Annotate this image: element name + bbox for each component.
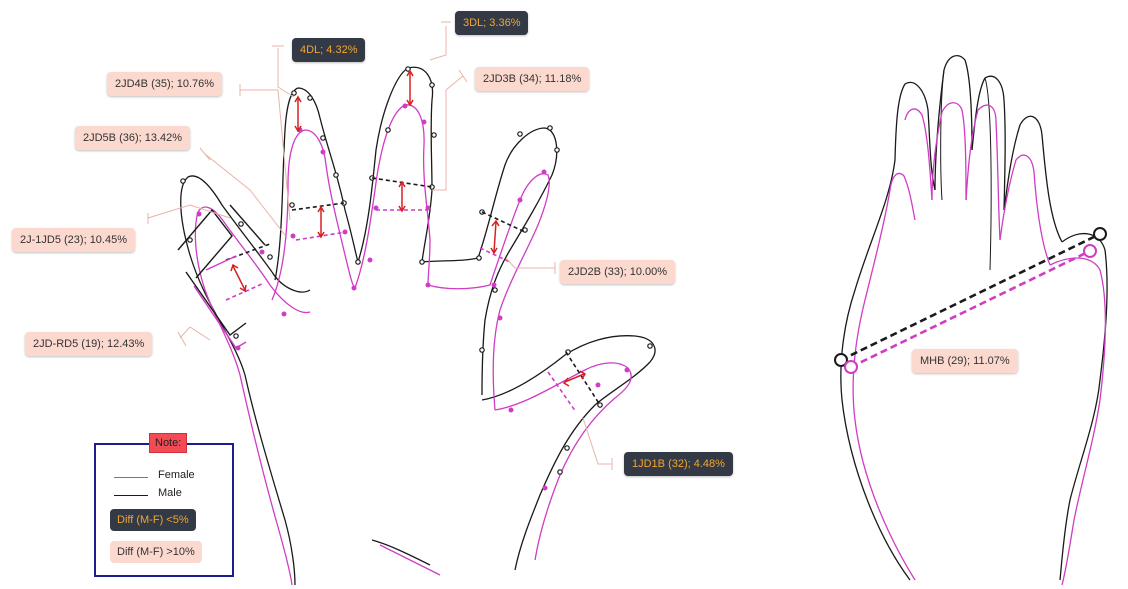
legend: Note: Female Male Diff (M-F) <5% Diff (M… (94, 443, 234, 577)
label-2j-1jd5: 2J-1JD5 (23); 10.45% (12, 228, 135, 252)
label-mhb: MHB (29); 11.07% (912, 349, 1018, 373)
female-outline-left-hand (195, 105, 631, 585)
label-2jd3b: 2JD3B (34); 11.18% (475, 67, 589, 91)
legend-female-line (114, 477, 148, 478)
male-outline-left-hand (181, 67, 655, 585)
legend-title: Note: (149, 433, 187, 453)
legend-male-label: Male (158, 487, 182, 499)
label-3dl: 3DL; 3.36% (455, 11, 528, 35)
legend-small-diff: Diff (M-F) <5% (110, 509, 196, 531)
label-2jd2b: 2JD2B (33); 10.00% (560, 260, 675, 284)
label-4dl: 4DL; 4.32% (292, 38, 365, 62)
label-2jd-rd5: 2JD-RD5 (19); 12.43% (25, 332, 152, 356)
legend-male-line (114, 495, 148, 496)
male-outline-right-hand (841, 56, 1107, 580)
female-landmarks (197, 104, 629, 490)
label-2jd5b: 2JD5B (36); 13.42% (75, 126, 190, 150)
legend-big-diff: Diff (M-F) >10% (110, 541, 202, 563)
difference-arrows (231, 71, 585, 386)
little-finger-brackets (178, 205, 265, 348)
legend-female-label: Female (158, 469, 195, 481)
label-1jd1b: 1JD1B (32); 4.48% (624, 452, 733, 476)
label-2jd4b: 2JD4B (35); 10.76% (107, 72, 222, 96)
